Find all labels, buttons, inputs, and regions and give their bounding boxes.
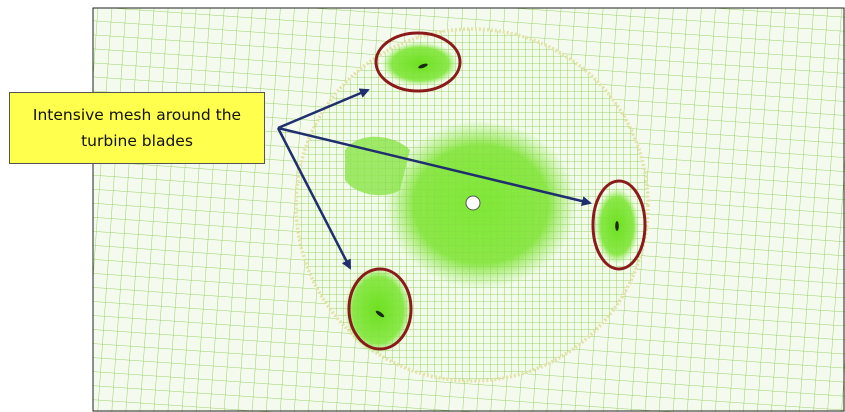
- blade-top-dense-mesh: [382, 42, 458, 86]
- blade-icon: [615, 221, 619, 231]
- callout-line-2: turbine blades: [81, 132, 193, 150]
- callout-box: Intensive mesh around the turbine blades: [9, 92, 265, 164]
- mesh-frame: [92, 7, 845, 412]
- arrow-to-top-blade: [277, 88, 370, 130]
- blade-left-dense-mesh: [344, 266, 412, 354]
- callout-arrows: [276, 88, 592, 270]
- blade-right-highlight: [591, 179, 647, 271]
- blade-top-highlight: [374, 31, 462, 93]
- blade-left-highlight: [347, 267, 413, 351]
- hub-icon: [465, 195, 481, 211]
- rotor-interface-ring: [294, 27, 650, 383]
- arrow-to-right-blade: [277, 126, 592, 206]
- callout-line-1: Intensive mesh around the: [32, 106, 242, 124]
- arrow-to-left-blade: [276, 127, 352, 270]
- mesh-domain: [93, 8, 845, 412]
- blade-icon: [418, 63, 428, 69]
- blade-icon: [375, 310, 385, 318]
